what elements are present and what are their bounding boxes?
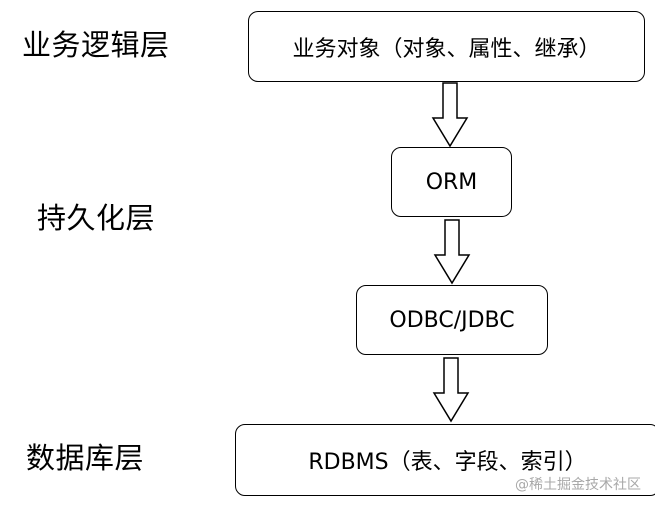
watermark: @稀土掘金技术社区 bbox=[515, 477, 641, 493]
rdbms-label: RDBMS（表、字段、索引） bbox=[308, 450, 587, 475]
orm-box: ORM bbox=[391, 147, 512, 217]
layer-label-persistence: 持久化层 bbox=[37, 201, 156, 235]
orm-label: ORM bbox=[425, 169, 478, 195]
business-objects-label: 业务对象（对象、属性、继承） bbox=[292, 36, 601, 62]
odbc-jdbc-box: ODBC/JDBC bbox=[356, 285, 548, 355]
arrow-down-icon-3 bbox=[432, 357, 470, 423]
arrow-down-icon-1 bbox=[431, 82, 469, 148]
odbc-jdbc-label: ODBC/JDBC bbox=[389, 307, 515, 333]
layer-label-business: 业务逻辑层 bbox=[22, 28, 170, 62]
rdbms-box: RDBMS（表、字段、索引） bbox=[235, 424, 655, 496]
layer-label-database: 数据库层 bbox=[26, 441, 145, 475]
arrow-down-icon-2 bbox=[433, 219, 471, 285]
business-objects-box: 业务对象（对象、属性、继承） bbox=[248, 11, 645, 82]
